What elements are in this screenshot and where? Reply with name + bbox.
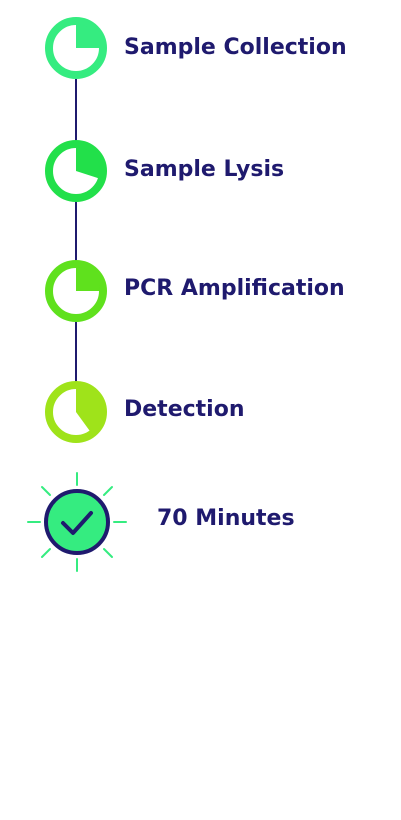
connector-line [75,201,77,262]
check-badge-icon [27,472,127,572]
pie-progress-icon [45,17,107,79]
burst-rays [27,472,127,572]
step-label: Sample Lysis [124,157,285,182]
pie-progress-icon [45,140,107,202]
progress-wedge [76,147,101,179]
completion-label: 70 Minutes [157,506,295,531]
progress-ring [45,260,107,322]
pie-progress-icon [45,381,107,443]
progress-ring [45,17,107,79]
ray [103,486,113,496]
check-icon [61,511,93,535]
progress-wedge [76,24,100,48]
step-label: PCR Amplification [124,276,345,301]
progress-ring [45,140,107,202]
pie-progress-icon [45,260,107,322]
progress-wedge [76,388,101,432]
progress-ring [45,381,107,443]
badge-circle [44,489,110,555]
connector-line [75,79,77,141]
step-label: Sample Collection [124,35,347,60]
step-label: Detection [124,397,245,422]
ray [41,486,51,496]
connector-line [75,322,77,383]
ray [41,548,51,558]
ray [103,548,113,558]
progress-wedge [76,267,100,291]
